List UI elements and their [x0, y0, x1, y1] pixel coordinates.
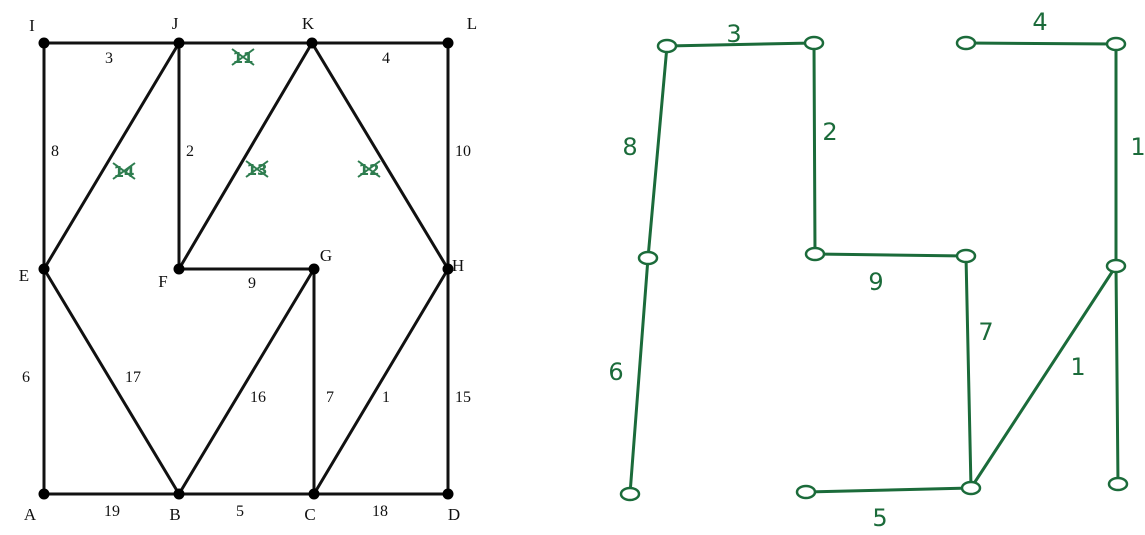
graph-edge-weight: 15 — [455, 389, 471, 406]
tree-edge-label: 1 — [1070, 353, 1085, 381]
graph-edge-weight-crossed: 12 — [359, 161, 380, 179]
graph-edge-EB — [42, 267, 181, 496]
graph-edge-weight: 5 — [236, 503, 244, 520]
graph-vertex-L — [442, 37, 454, 49]
graph-edge-weight: 2 — [186, 143, 194, 160]
tree-node — [1105, 36, 1127, 52]
graph-vertex-B — [173, 488, 185, 500]
graph-vertices — [38, 37, 454, 500]
tree-node — [656, 38, 678, 54]
graph-edge-weight: 10 — [455, 143, 471, 160]
tree-node — [960, 480, 982, 496]
tree-edge-JF — [812, 41, 817, 256]
graph-edge-weight-crossed: 11 — [233, 49, 254, 67]
tree-edge-label: 4 — [1032, 8, 1047, 36]
graph-edge-weight: 1 — [382, 389, 390, 406]
graph-vertex-label: F — [158, 272, 167, 291]
graph-edge-KF — [177, 41, 314, 271]
tree-edge-label: 9 — [868, 268, 883, 296]
tree-node — [795, 484, 817, 500]
tree-edge-label: 6 — [608, 358, 623, 386]
tree-edge-FG — [813, 252, 968, 258]
weighted-graph: 3 11 4 8 14 2 13 12 10 9 6 17 16 7 1 15 19 5 18 I J K L E F G H A B… — [19, 14, 477, 524]
graph-edge-weight: 18 — [372, 503, 388, 520]
graph-edge-weight: 16 — [250, 389, 266, 406]
tree-edge-CB — [804, 486, 973, 494]
graph-edge-weight: 8 — [51, 143, 59, 160]
graph-vertex-label: C — [304, 505, 315, 524]
tree-edge-IJ — [665, 41, 816, 48]
tree-node — [619, 486, 641, 502]
tree-node — [804, 246, 826, 262]
graph-vertex-K — [306, 37, 318, 49]
graph-edge-BG — [177, 267, 316, 496]
tree-node — [1107, 476, 1129, 492]
graph-vertex-C — [308, 488, 320, 500]
graph-vertex-label: E — [19, 266, 29, 285]
graph-vertex-I — [38, 37, 50, 49]
cross-out-mark — [231, 48, 255, 66]
graph-edge-weight: 6 — [22, 369, 30, 386]
spanning-tree: 3 4 8 2 1 9 7 6 1 5 — [608, 8, 1145, 532]
cross-out-mark — [112, 162, 136, 180]
graph-vertex-label: H — [452, 256, 464, 275]
graph-vertex-A — [38, 488, 50, 500]
tree-edge-GB — [964, 254, 973, 490]
graph-edge-weight: 19 — [104, 503, 120, 520]
graph-edge-weight: 4 — [382, 50, 390, 67]
graph-vertex-labels: I J K L E F G H A B C D — [19, 14, 477, 524]
graph-edge-weight: 7 — [326, 389, 334, 406]
tree-edge-label: 1 — [1130, 133, 1145, 161]
graph-edge-weight: 17 — [125, 369, 141, 386]
graph-edge-JE — [42, 41, 181, 271]
graph-vertex-label: G — [320, 246, 332, 265]
graph-vertex-D — [442, 488, 454, 500]
tree-edge-label: 2 — [822, 118, 837, 146]
tree-nodes — [619, 35, 1129, 502]
tree-edge-label: 8 — [622, 133, 637, 161]
cross-out-mark — [357, 160, 381, 178]
graph-cross-marks — [112, 48, 381, 180]
graph-edge-weight: 3 — [105, 50, 113, 67]
graph-vertex-label: D — [448, 505, 460, 524]
tree-edges — [628, 41, 1120, 496]
graph-edge-weight-crossed: 13 — [247, 161, 268, 179]
graph-vertex-label: I — [29, 16, 35, 35]
graph-edge-weights: 3 11 4 8 14 2 13 12 10 9 6 17 16 7 1 15 19 5 18 — [22, 49, 471, 520]
graph-vertex-label: L — [467, 14, 477, 33]
graph-edge-weight: 9 — [248, 275, 256, 292]
graph-vertex-G — [308, 263, 320, 275]
graph-vertex-E — [38, 263, 50, 275]
tree-edge-labels: 3 4 8 2 1 9 7 6 1 5 — [608, 8, 1145, 532]
graph-vertex-label: J — [172, 14, 179, 33]
graph-edge-KH — [310, 41, 450, 271]
tree-edge-label: 7 — [978, 318, 993, 346]
graph-vertex-H — [442, 263, 454, 275]
graph-edges — [42, 41, 450, 496]
tree-edge-BH — [969, 264, 1118, 490]
graph-vertex-J — [173, 37, 185, 49]
tree-edge-label: 5 — [872, 504, 887, 532]
tree-edge-EA — [628, 256, 650, 496]
tree-node — [955, 35, 977, 51]
tree-edge-KL — [964, 41, 1118, 46]
graph-vertex-label: B — [169, 505, 180, 524]
tree-edge-label: 3 — [726, 20, 741, 48]
graph-vertex-F — [173, 263, 185, 275]
graph-edge-weight-crossed: 14 — [114, 163, 135, 181]
tree-edge-HD — [1114, 264, 1120, 486]
graph-vertex-label: A — [24, 505, 37, 524]
cross-out-mark — [245, 160, 269, 178]
tree-node — [803, 35, 825, 51]
tree-node — [955, 248, 977, 264]
graph-edge-CH — [312, 267, 450, 496]
tree-edge-IE — [646, 44, 669, 260]
graph-vertex-label: K — [302, 14, 315, 33]
tree-node — [1105, 258, 1127, 274]
tree-node — [637, 250, 659, 266]
